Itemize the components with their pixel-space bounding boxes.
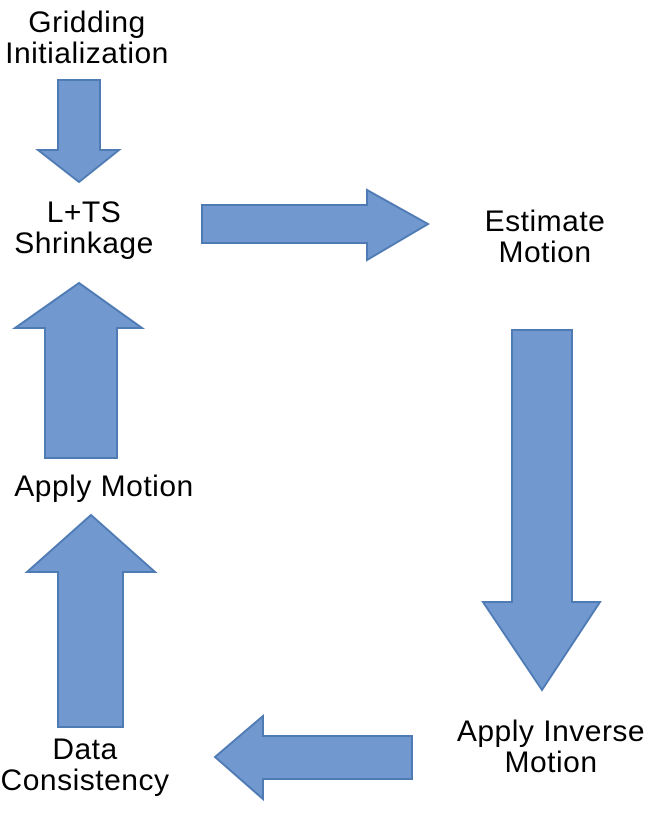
node-apply-inverse-motion: Apply Inverse Motion <box>456 715 646 779</box>
up-arrow-apply-to-shrinkage <box>11 281 146 459</box>
up-arrow-consistency-to-apply <box>24 513 158 728</box>
right-arrow-shrinkage-to-estimate <box>201 188 431 262</box>
node-gridding-initialization: Gridding Initialization <box>5 6 169 70</box>
node-estimate-motion: Estimate Motion <box>484 205 606 269</box>
node-lts-shrinkage: L+TS Shrinkage <box>14 196 154 260</box>
node-apply-motion: Apply Motion <box>14 470 194 503</box>
down-arrow-gridding-to-shrinkage <box>35 79 122 184</box>
node-data-consistency: Data Consistency <box>0 733 170 797</box>
left-arrow-inverse-to-consistency <box>213 713 413 802</box>
down-arrow-estimate-to-inverse <box>481 329 602 692</box>
